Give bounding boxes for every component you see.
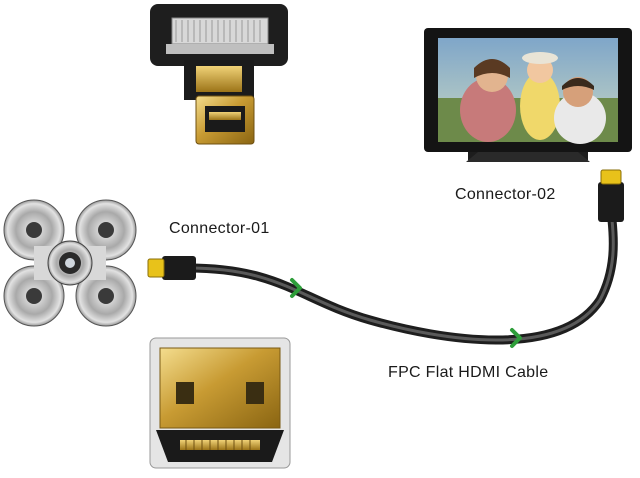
connector-01-plug-icon — [147, 256, 196, 280]
connector-02-label: Connector-02 — [455, 186, 556, 203]
drone-gimbal-icon — [3, 199, 137, 327]
hdmi-female-socket-icon — [149, 337, 291, 469]
cable-arrow-icon — [510, 328, 522, 348]
fpc-adapter-icon — [150, 4, 288, 100]
fpc-flat-hdmi-cable — [147, 169, 624, 348]
connector-01-label: Connector-01 — [169, 220, 270, 237]
tv-monitor-icon — [424, 28, 632, 162]
cable-label: FPC Flat HDMI Cable — [388, 364, 549, 381]
micro-hdmi-plug-icon — [195, 95, 255, 145]
connector-02-plug-icon — [598, 169, 624, 222]
cable-arrow-icon — [290, 278, 302, 298]
